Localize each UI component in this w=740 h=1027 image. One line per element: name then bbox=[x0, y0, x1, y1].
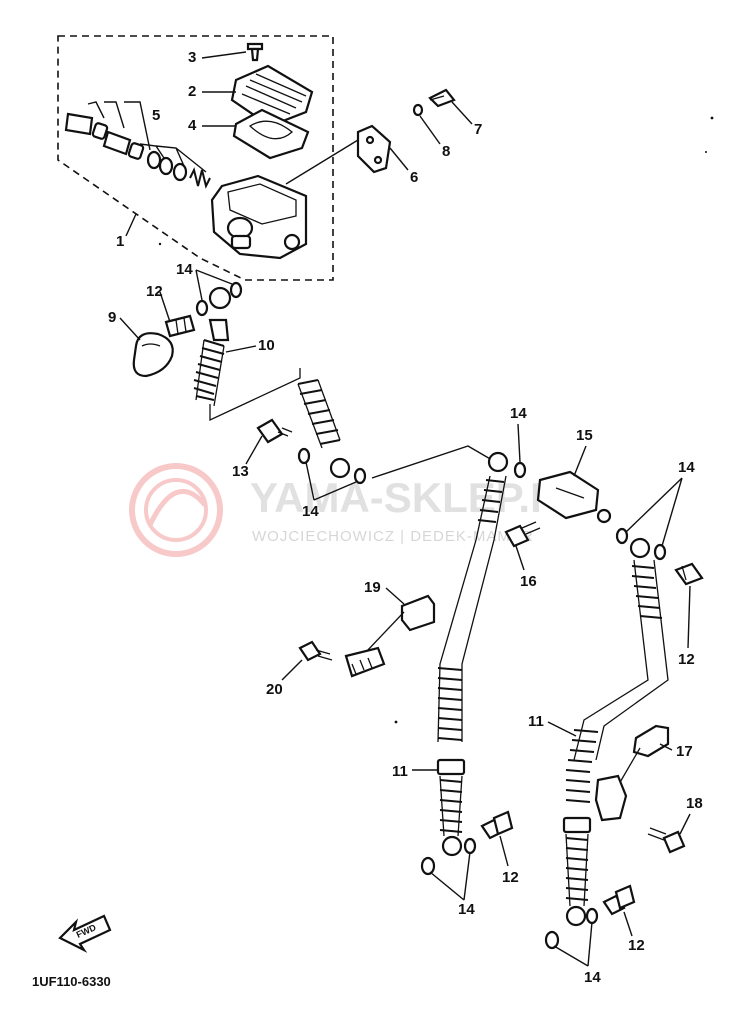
part-10-brake-hose-upper bbox=[193, 286, 351, 479]
callout-12-right: 12 bbox=[678, 651, 695, 668]
callout-14-mid: 14 bbox=[302, 503, 319, 520]
part-9-cover bbox=[132, 332, 174, 378]
watermark: YAMA-SKLEP.PL WOJCIECHOWICZ | DEDEK-MAMA… bbox=[129, 463, 584, 557]
callout-2: 2 bbox=[188, 83, 196, 100]
callout-14-upper: 14 bbox=[176, 261, 193, 278]
callout-6: 6 bbox=[410, 169, 418, 186]
callouts: 3 2 4 5 1 6 7 8 14 12 9 10 13 14 14 15 1… bbox=[108, 49, 703, 986]
part-7-bolt bbox=[428, 88, 456, 108]
scan-specks bbox=[158, 116, 714, 724]
callout-11-right: 11 bbox=[528, 713, 544, 730]
watermark-logo bbox=[129, 463, 223, 557]
forward-direction-arrow: FWD bbox=[58, 914, 112, 953]
callout-12-lower-right: 12 bbox=[628, 937, 645, 954]
callout-15: 15 bbox=[576, 427, 593, 444]
part-13-union-bolt bbox=[256, 418, 293, 444]
part-3-screw bbox=[246, 42, 264, 62]
callout-12-lower-left: 12 bbox=[502, 869, 519, 886]
callout-9: 9 bbox=[108, 309, 116, 326]
part-16-bolt bbox=[504, 521, 541, 548]
callout-12-upper: 12 bbox=[146, 283, 163, 300]
part-6-bracket bbox=[356, 124, 392, 174]
part-5-piston-kit bbox=[64, 101, 211, 189]
part-12-union-bolt-upper bbox=[164, 314, 196, 338]
part-19-hose-guide bbox=[344, 594, 436, 678]
callout-4: 4 bbox=[188, 117, 197, 134]
callout-3: 3 bbox=[188, 49, 196, 66]
callout-14-lower-left: 14 bbox=[458, 901, 475, 918]
callout-18: 18 bbox=[686, 795, 703, 812]
callout-5: 5 bbox=[152, 107, 160, 124]
callout-14-right: 14 bbox=[678, 459, 695, 476]
part-14-copper-washers-mid bbox=[297, 447, 367, 485]
part-12-union-bolt-lower-right bbox=[602, 884, 636, 916]
watermark-title: YAMA-SKLEP.PL bbox=[250, 474, 584, 521]
assembly-boundary-dashed bbox=[57, 35, 334, 281]
part-17-hose-guide bbox=[594, 724, 670, 822]
callout-10: 10 bbox=[258, 337, 275, 354]
callout-14-lower-right: 14 bbox=[584, 969, 601, 986]
catalog-code: 1UF110-6330 bbox=[32, 974, 111, 989]
part-1-master-cylinder bbox=[210, 174, 308, 260]
callout-7: 7 bbox=[474, 121, 482, 138]
callout-16: 16 bbox=[520, 573, 537, 590]
part-12-union-bolt-lower-left bbox=[480, 810, 514, 840]
watermark-subtitle: WOJCIECHOWICZ | DEDEK-MAMAR bbox=[252, 528, 534, 545]
part-14-copper-washers-right bbox=[615, 527, 667, 561]
callout-1: 1 bbox=[116, 233, 124, 250]
part-12-union-bolt-right bbox=[674, 562, 704, 586]
callout-19: 19 bbox=[364, 579, 381, 596]
part-2-reservoir-cap bbox=[230, 64, 314, 128]
part-4-diaphragm bbox=[232, 108, 310, 160]
hose-route-line bbox=[371, 445, 493, 479]
callout-8: 8 bbox=[442, 143, 450, 160]
callout-20: 20 bbox=[266, 681, 283, 698]
callout-17: 17 bbox=[676, 743, 693, 760]
part-14-copper-washers-upper bbox=[195, 281, 243, 317]
part-15-hose-joint bbox=[536, 470, 612, 524]
callout-13: 13 bbox=[232, 463, 249, 480]
part-11-brake-hose-left bbox=[420, 451, 527, 876]
part-20-bolt bbox=[298, 640, 333, 662]
callout-14-upper-right: 14 bbox=[510, 405, 527, 422]
callout-11-left: 11 bbox=[392, 763, 408, 780]
part-8-washer bbox=[412, 103, 424, 117]
part-18-bolt bbox=[647, 827, 686, 854]
part-11-brake-hose-right bbox=[544, 537, 669, 950]
